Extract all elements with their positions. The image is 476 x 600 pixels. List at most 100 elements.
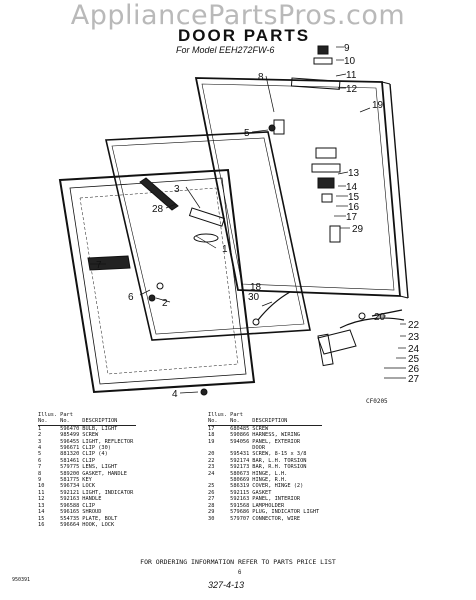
- illus-no-cell: 26: [208, 489, 215, 496]
- part-no-cell: 596470: [60, 425, 80, 432]
- callout-28: 28: [152, 204, 164, 215]
- callout-9: 9: [344, 43, 350, 54]
- part-no-cell: 594056: [230, 438, 250, 445]
- footer-code: 950391: [12, 577, 31, 583]
- illus-no-cell: 14: [38, 509, 45, 516]
- illus-no-cell: 9: [38, 477, 42, 484]
- description-cell: CLIP (30): [82, 445, 111, 452]
- callout-3: 3: [174, 184, 180, 195]
- callout-8: 8: [258, 72, 264, 83]
- callout-27: 27: [408, 374, 420, 385]
- description-cell: CONNECTOR, WIRE: [252, 515, 301, 522]
- part-no-cell: 590866: [230, 432, 250, 439]
- illus-no-cell: 28: [208, 502, 215, 509]
- description-cell: HARNESS, WIRING: [252, 432, 301, 439]
- part-no-cell: 579775: [60, 464, 80, 471]
- figure-code: CF0205: [366, 398, 388, 405]
- callout-1: 1: [222, 244, 228, 255]
- part-no-cell: 591568: [230, 502, 250, 509]
- part-no-cell: 579707: [230, 515, 250, 522]
- illus-no-cell: 8: [38, 470, 42, 477]
- part-no-cell: 554735: [60, 515, 80, 522]
- illus-no-cell: 1: [38, 425, 42, 432]
- description-cell: CLIP (4): [82, 451, 108, 458]
- callout-24: 24: [408, 344, 420, 355]
- illus-no-cell: 13: [38, 502, 45, 509]
- illus-no-cell: 2: [38, 432, 42, 439]
- callout-17: 17: [346, 212, 358, 223]
- part-no-cell: 581775: [60, 477, 80, 484]
- callout-30: 30: [248, 292, 260, 303]
- callout-6: 6: [128, 292, 134, 303]
- description-cell: CLIP: [82, 457, 96, 464]
- part-no-cell: 580669: [230, 477, 250, 484]
- col-description: DESCRIPTION: [82, 412, 137, 426]
- callout-15: 15: [348, 192, 360, 203]
- callout-12: 12: [346, 84, 358, 95]
- callout-19: 19: [372, 100, 384, 111]
- model-subtitle: For Model EEH272FW-6: [176, 45, 275, 55]
- callout-13: 13: [348, 168, 360, 179]
- handwritten-note: 327-4-13: [208, 580, 245, 590]
- callout-4: 4: [172, 389, 178, 400]
- illus-no-cell: 3: [38, 438, 42, 445]
- description-cell: LOCK: [82, 483, 96, 490]
- illus-no-cell: 27: [208, 496, 215, 503]
- callout-29: 29: [352, 224, 364, 235]
- callout-2: 2: [162, 298, 168, 309]
- small-hardware: [148, 124, 366, 396]
- callout-25: 25: [408, 354, 420, 365]
- description-cell: CLIP: [82, 502, 96, 509]
- illus-no-cell: 11: [38, 489, 45, 496]
- illus-no-cell: 5: [38, 451, 42, 458]
- lock-handle-parts: [273, 45, 341, 243]
- description-cell: PLUG, INDICATOR LIGHT: [252, 509, 320, 516]
- description-cell: KEY: [82, 477, 92, 484]
- illus-no-cell: 16: [38, 521, 45, 528]
- illus-no-cell: 4: [38, 445, 42, 452]
- callout-10: 10: [344, 56, 356, 67]
- description-cell: PANEL, EXTERIOR: [252, 438, 301, 445]
- description-cell: SHROUD: [82, 509, 102, 516]
- callout-7: 7: [96, 260, 102, 271]
- part-no-cell: 596734: [60, 483, 80, 490]
- callout-5: 5: [244, 128, 250, 139]
- col-illus-no: Illus.No.: [38, 412, 61, 426]
- illus-no-cell: 22: [208, 457, 215, 464]
- illus-no-cell: 25: [208, 483, 215, 490]
- part-no-cell: 581461: [60, 457, 80, 464]
- description-cell: GASKET, HANDLE: [82, 470, 127, 477]
- illus-no-cell: 6: [38, 457, 42, 464]
- illus-no-cell: 18: [208, 432, 215, 439]
- description-cell: BAR, L.H. TORSION: [252, 457, 307, 464]
- callout-11: 11: [346, 70, 357, 81]
- ordering-note: FOR ORDERING INFORMATION REFER TO PARTS …: [140, 558, 336, 566]
- illus-no-cell: 23: [208, 464, 215, 471]
- part-no-cell: 592163: [230, 496, 250, 503]
- illus-no-cell: 19: [208, 438, 215, 445]
- part-no-cell: 985499: [60, 432, 80, 439]
- part-no-cell: 592163: [60, 496, 80, 503]
- part-no-cell: 592173: [230, 464, 250, 471]
